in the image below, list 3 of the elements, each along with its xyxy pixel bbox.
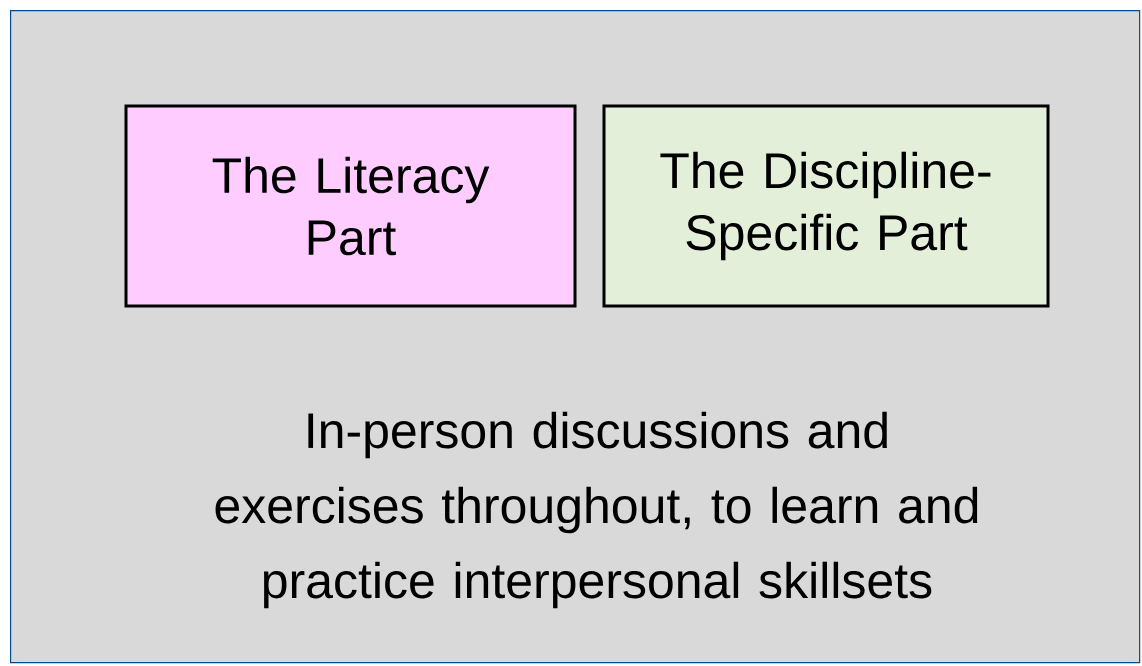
part-box: The Literacy Part — [124, 104, 577, 308]
part-box: The Discipline-Specific Part — [602, 104, 1050, 308]
body-text: In-person discussions and exercises throughout, to learn and practice interpersonal skillsets — [215, 411, 978, 609]
